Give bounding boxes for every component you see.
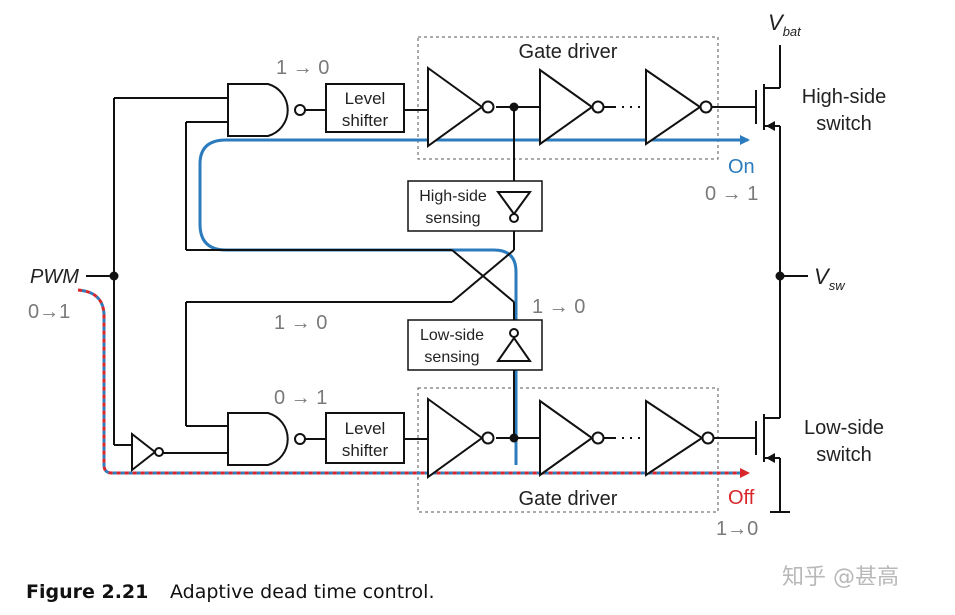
high-side-sensing-line1: High-side [419, 188, 487, 205]
pwm-transition: 0→1 [28, 301, 70, 323]
low-side-switch-line1: Low-side [804, 417, 884, 439]
pwm-off-path-red [77, 288, 750, 478]
low-side-sensing-buffer [496, 328, 532, 362]
high-side-sensing-line2: sensing [425, 210, 480, 227]
high-side-mosfet-arrow [766, 121, 775, 131]
gate-driver-top-label: Gate driver [519, 41, 618, 63]
watermark: 知乎 @甚高 [782, 565, 899, 590]
caption-figure-number: Figure 2.21 [26, 581, 148, 603]
input-inverter [131, 431, 164, 473]
caption-text: Adaptive dead time control. [170, 581, 435, 603]
gate-driver-bottom-label: Gate driver [519, 488, 618, 510]
hs-gate-transition: 0 → 1 [705, 183, 758, 205]
bottom-nand-transition: 0 → 1 [274, 387, 327, 409]
on-signal-path [198, 135, 750, 465]
junction-dots [109, 102, 785, 443]
nand-gate-bottom [227, 412, 306, 466]
mid-right-transition: 1 → 0 [532, 296, 585, 318]
on-label: On [728, 156, 755, 178]
vbat-label: Vbat [768, 10, 802, 39]
off-label: Off [728, 487, 755, 509]
low-side-sensing-line2: sensing [424, 349, 479, 366]
gate-driver-box-top [417, 36, 719, 160]
pwm-label: PWM [30, 266, 79, 288]
ls-gate-transition: 1→0 [716, 518, 758, 540]
nand-gate-top [227, 83, 306, 137]
level-shifter-top-line1: Level [345, 89, 386, 108]
mid-left-transition: 1 → 0 [274, 312, 327, 334]
level-shifter-bottom [325, 412, 405, 464]
low-side-sensing-line1: Low-side [420, 327, 484, 344]
gate-driver-box-bottom [417, 387, 719, 513]
driver-chain-dots [606, 106, 646, 439]
level-shifter-top-line2: shifter [342, 111, 389, 130]
driver-inverters-bottom [427, 397, 715, 479]
low-side-switch-line2: switch [816, 444, 872, 466]
low-side-mosfet-arrow [766, 453, 775, 463]
high-side-switch-line2: switch [816, 113, 872, 135]
high-side-sensing-buffer [496, 191, 532, 223]
level-shifter-bottom-line1: Level [345, 419, 386, 438]
level-shifter-top [325, 83, 405, 133]
high-side-switch-line1: High-side [802, 86, 886, 108]
top-nand-transition: 1 → 0 [276, 57, 329, 79]
high-side-mosfet [755, 84, 781, 130]
driver-inverters-top [427, 66, 713, 148]
vsw-label: Vsw [814, 264, 846, 293]
low-side-mosfet [755, 414, 781, 462]
level-shifter-bottom-line2: shifter [342, 441, 389, 460]
pwm-off-path-blue [77, 288, 740, 475]
